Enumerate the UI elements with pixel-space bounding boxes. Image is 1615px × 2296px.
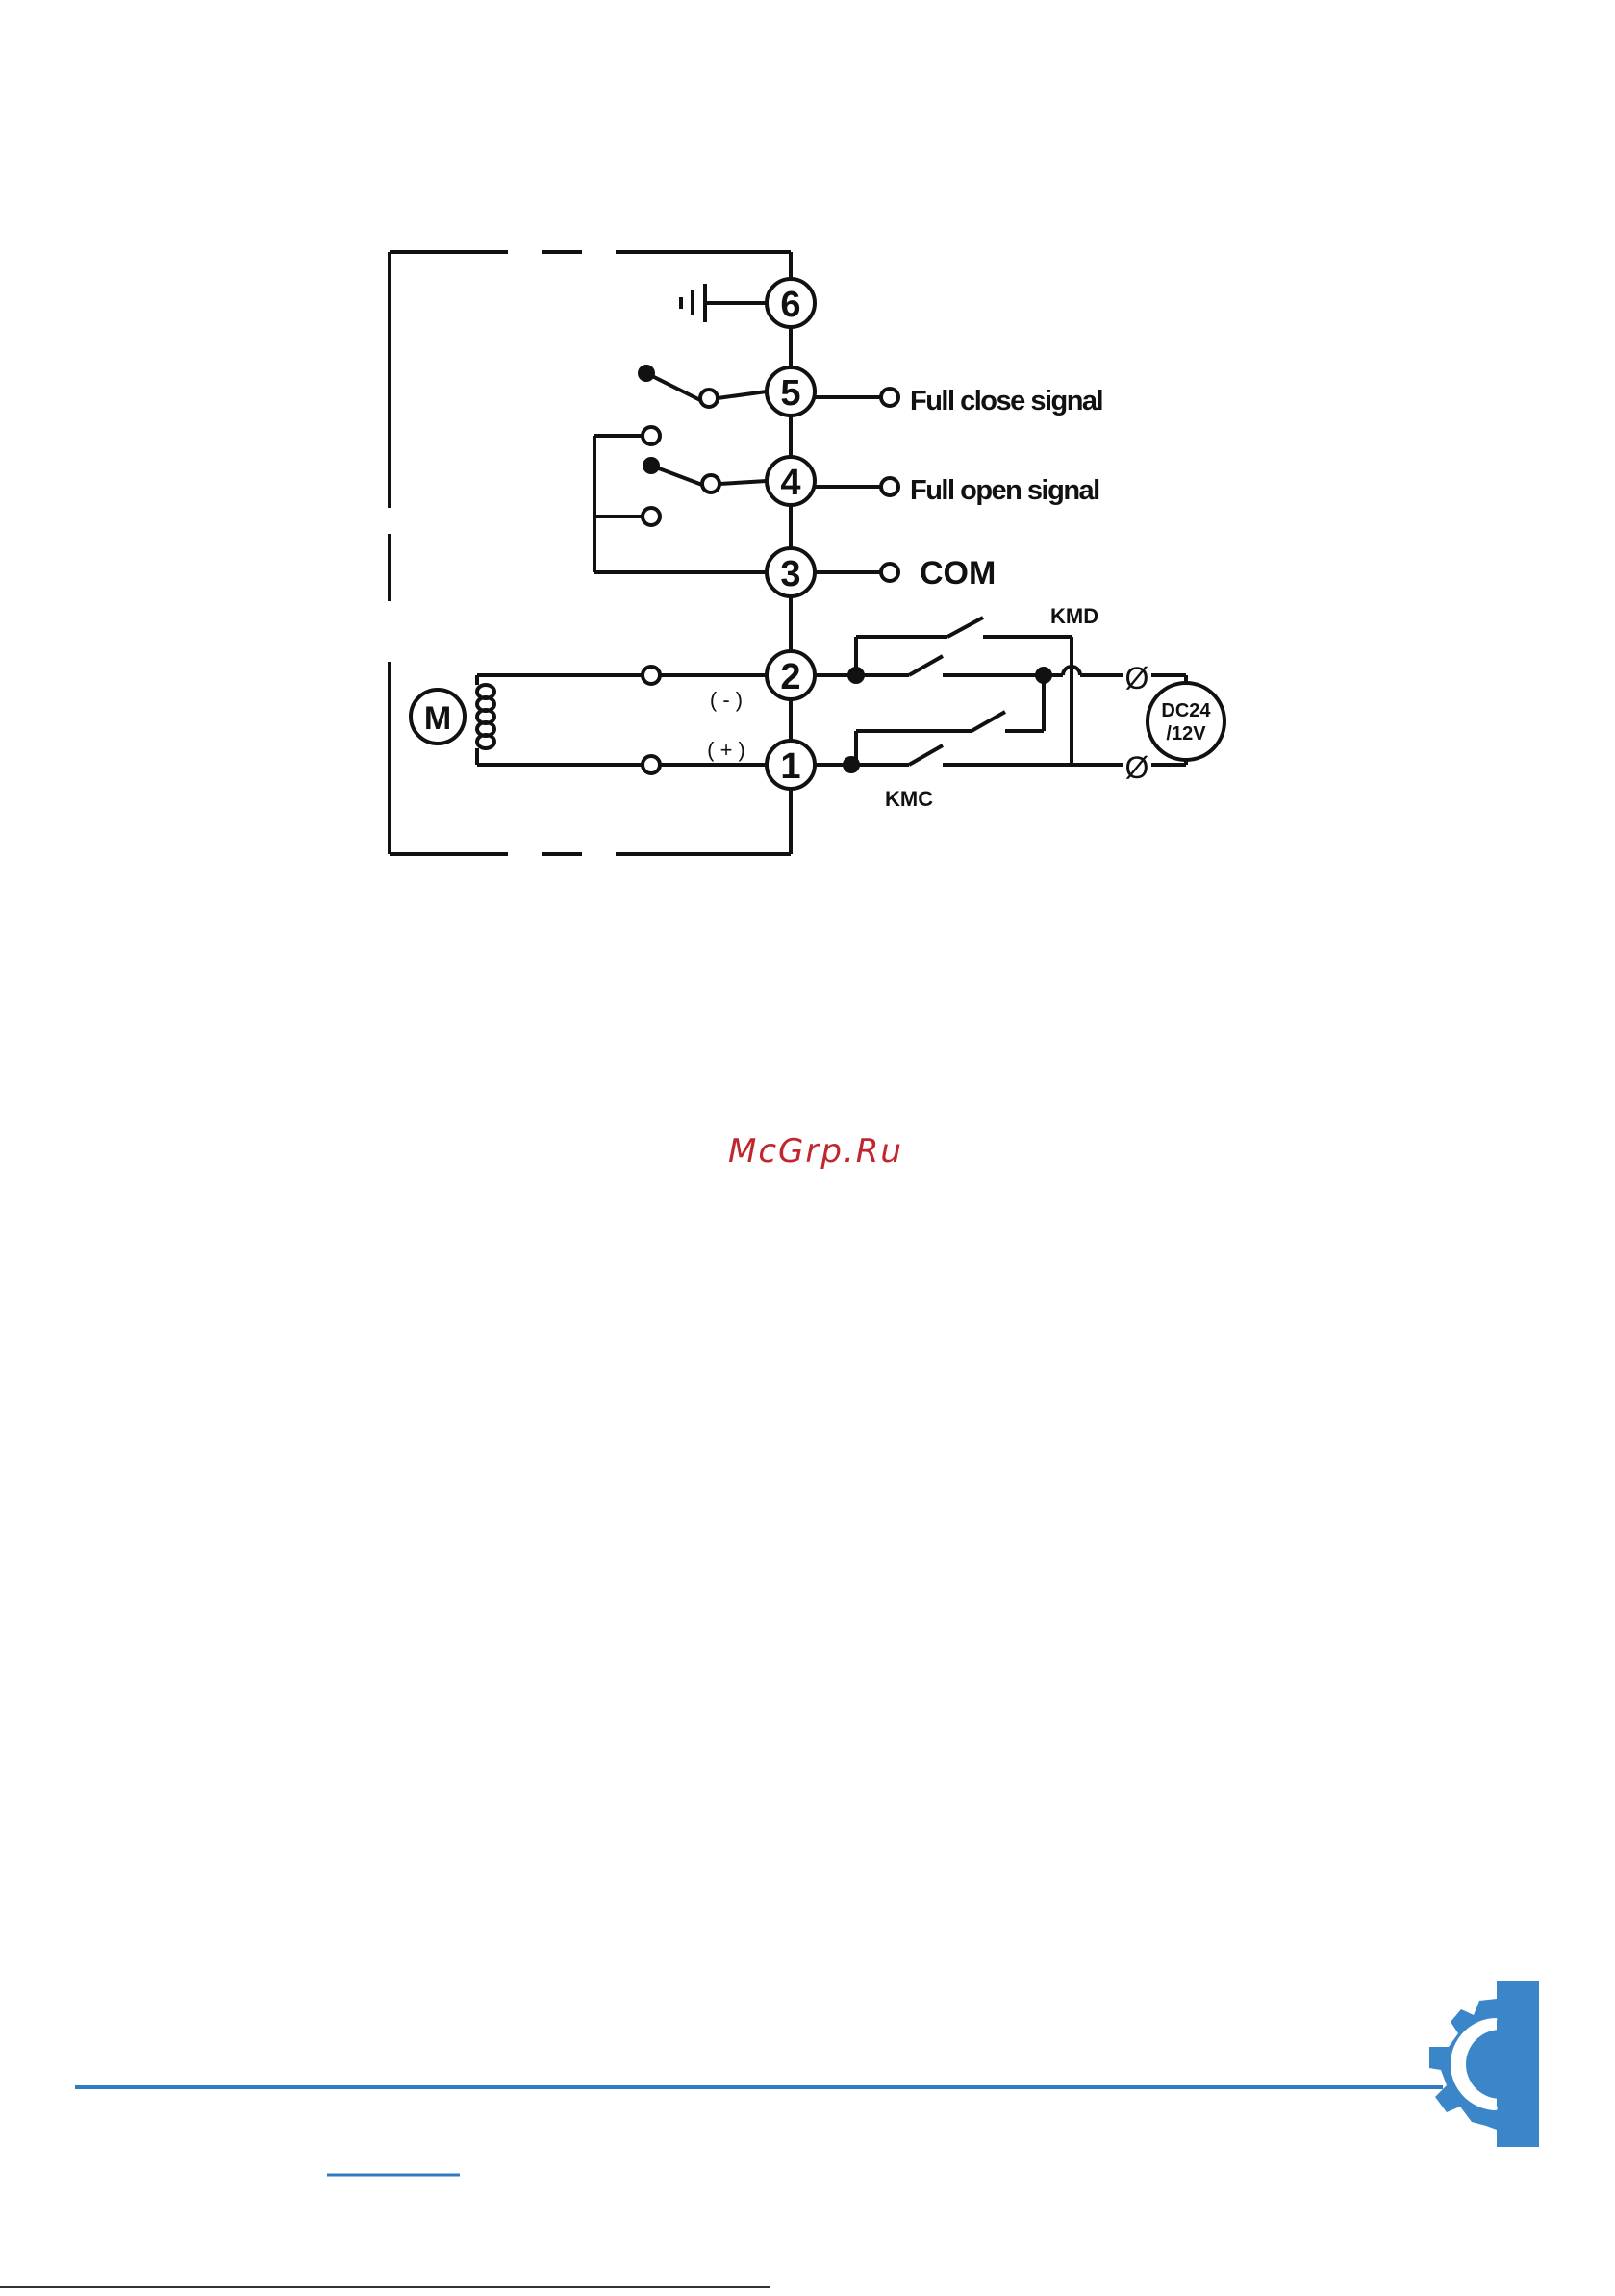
terminal-3: 3 — [767, 548, 815, 596]
terminal-4-label: 4 — [780, 463, 800, 503]
terminal-6: 6 — [767, 279, 815, 327]
terminal-4: 4 — [767, 457, 815, 505]
terminal-5-label: 5 — [780, 373, 800, 414]
winding-icon — [477, 675, 643, 765]
power-supply-voltage-label: DC24 — [1161, 700, 1211, 721]
full-open-signal-output: Full open signal — [815, 475, 1099, 506]
ground-icon — [681, 284, 767, 322]
com-label: COM — [920, 555, 996, 592]
kmc-label: KMC — [885, 787, 933, 811]
terminal-1-label: 1 — [780, 746, 800, 787]
full-close-signal-label: Full close signal — [910, 386, 1102, 416]
terminal-5: 5 — [767, 367, 815, 416]
open-limit-switch — [594, 427, 767, 572]
polarity-minus-label: ( - ) — [710, 688, 743, 712]
gear-icon — [1429, 1981, 1539, 2147]
junction-dot — [843, 756, 860, 773]
terminal-3-label: 3 — [780, 554, 800, 594]
contactor-wiring — [815, 618, 1123, 765]
kmd-label: KMD — [1050, 604, 1098, 628]
terminal-2-label: 2 — [780, 657, 800, 697]
com-output: COM — [815, 555, 996, 592]
supply-terminal-icon: Ø — [1125, 750, 1149, 785]
full-open-signal-label: Full open signal — [910, 475, 1099, 506]
power-supply-voltage-alt-label: /12V — [1166, 723, 1206, 744]
supply-terminal-icon: Ø — [1125, 661, 1149, 695]
junction-dot — [1035, 667, 1052, 684]
junction-dot — [847, 667, 865, 684]
terminal-2: 2 — [767, 651, 815, 699]
supply-terminal-negative: Ø — [1125, 661, 1149, 695]
terminal-6-label: 6 — [780, 285, 800, 325]
motor-icon: M — [424, 700, 451, 737]
close-limit-switch — [640, 366, 767, 407]
power-supply: DC24 /12V — [1148, 675, 1224, 765]
supply-terminal-positive: Ø — [1125, 750, 1149, 785]
terminal-1: 1 — [767, 741, 815, 789]
full-close-signal-output: Full close signal — [815, 386, 1102, 416]
watermark: McGrp.Ru — [728, 1132, 903, 1171]
polarity-plus-label: ( + ) — [707, 738, 745, 762]
